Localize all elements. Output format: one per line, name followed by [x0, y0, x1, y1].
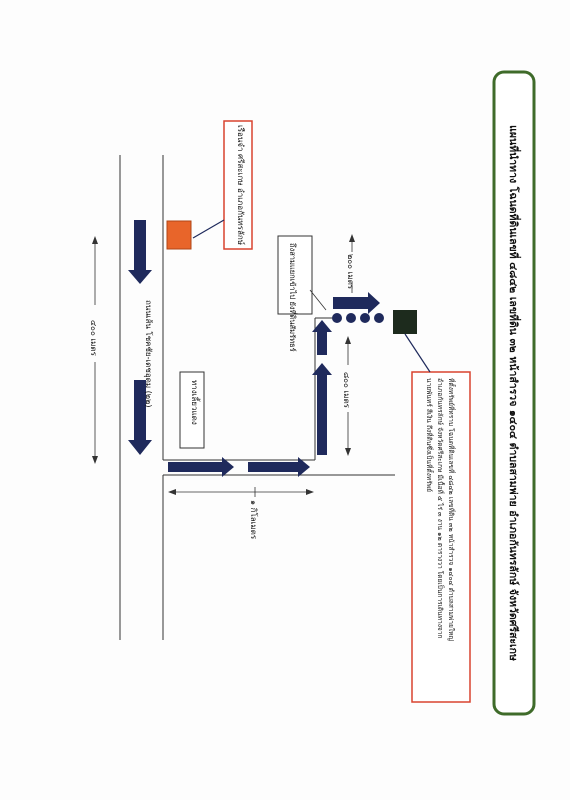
- landmark-label: เรือนจำ ศรีสะเกษ อำเภอกันทรลักษ์: [236, 125, 246, 245]
- route-arrow: [168, 457, 234, 477]
- path-dot: [332, 313, 342, 323]
- landmark-pointer: [192, 219, 225, 239]
- landmark-label-box: [223, 120, 253, 250]
- turn-label-box: [179, 371, 205, 449]
- path-dot: [346, 313, 356, 323]
- note-box: [411, 371, 471, 703]
- dist-600-arrow-top: [345, 336, 351, 344]
- note-pointer: [404, 333, 431, 373]
- target-land-marker: [393, 310, 417, 334]
- dist-200-label: ๒๐๐ เมตร: [346, 254, 355, 290]
- side-road-label: ถึงสามแยกเข้าไป ยังที่ดินสัมรัทธร์: [288, 243, 298, 352]
- route-arrow: [248, 457, 310, 477]
- side-road-label-text: ถึงสามแยกเข้าไป ยังที่ดินสัมรัทธร์: [288, 243, 298, 352]
- path-dot: [374, 313, 384, 323]
- dist-1km-arrow-right: [306, 489, 314, 495]
- turn-label: ทางเลี้ยวแดง: [190, 380, 201, 425]
- map-title: แผนที่นำทาง โฉนดที่ดินเลขที่ ๔๘๔๒ เลขที่…: [507, 125, 522, 661]
- route-arrow: [128, 380, 152, 455]
- prison-landmark-marker: [166, 220, 192, 250]
- path-dots: [332, 313, 384, 323]
- dist-1km-arrow-left: [168, 489, 176, 495]
- path-dot: [360, 313, 370, 323]
- dist-400-arrowhead-b: [92, 456, 98, 464]
- note-line-1: ที่ตั้งทรัพย์ที่ทราบ โฉนดที่ดินเลขที่ ๔๘…: [447, 378, 456, 641]
- route-arrow: [128, 220, 152, 284]
- dist-400-arrowhead: [92, 236, 98, 244]
- dist-400-label: ๔๐๐ เมตร: [89, 320, 98, 357]
- dist-200-arrow-top: [349, 234, 355, 242]
- dist-600-arrow-bottom: [345, 448, 351, 456]
- route-arrow: [312, 363, 332, 455]
- dist-1km-label: ๑ กิโลเมตร: [249, 500, 259, 540]
- side-road-label-box: [277, 235, 313, 315]
- note-line-3: นายพันทร์ สีเงิน ถึงที่ดินซึ่งเป็นที่ตั้…: [425, 378, 434, 492]
- route-arrows: [128, 220, 380, 477]
- dist-600-label: ๘๐๐ เมตร: [342, 372, 351, 409]
- note-text: ที่ตั้งทรัพย์ที่ทราบ โฉนดที่ดินเลขที่ ๔๘…: [425, 378, 456, 643]
- route-arrow: [312, 320, 332, 355]
- note-line-2: อำเภอกันทรลักษ์ จังหวัดศรีสะเกษ มีเนื้อท…: [436, 378, 445, 638]
- side-road-pointer: [309, 289, 327, 311]
- title-box: [492, 70, 536, 716]
- route-arrow: [333, 292, 380, 314]
- road-label: ถนนเส้น โชคชัย-เดชอุดม (๒๒): [144, 300, 154, 407]
